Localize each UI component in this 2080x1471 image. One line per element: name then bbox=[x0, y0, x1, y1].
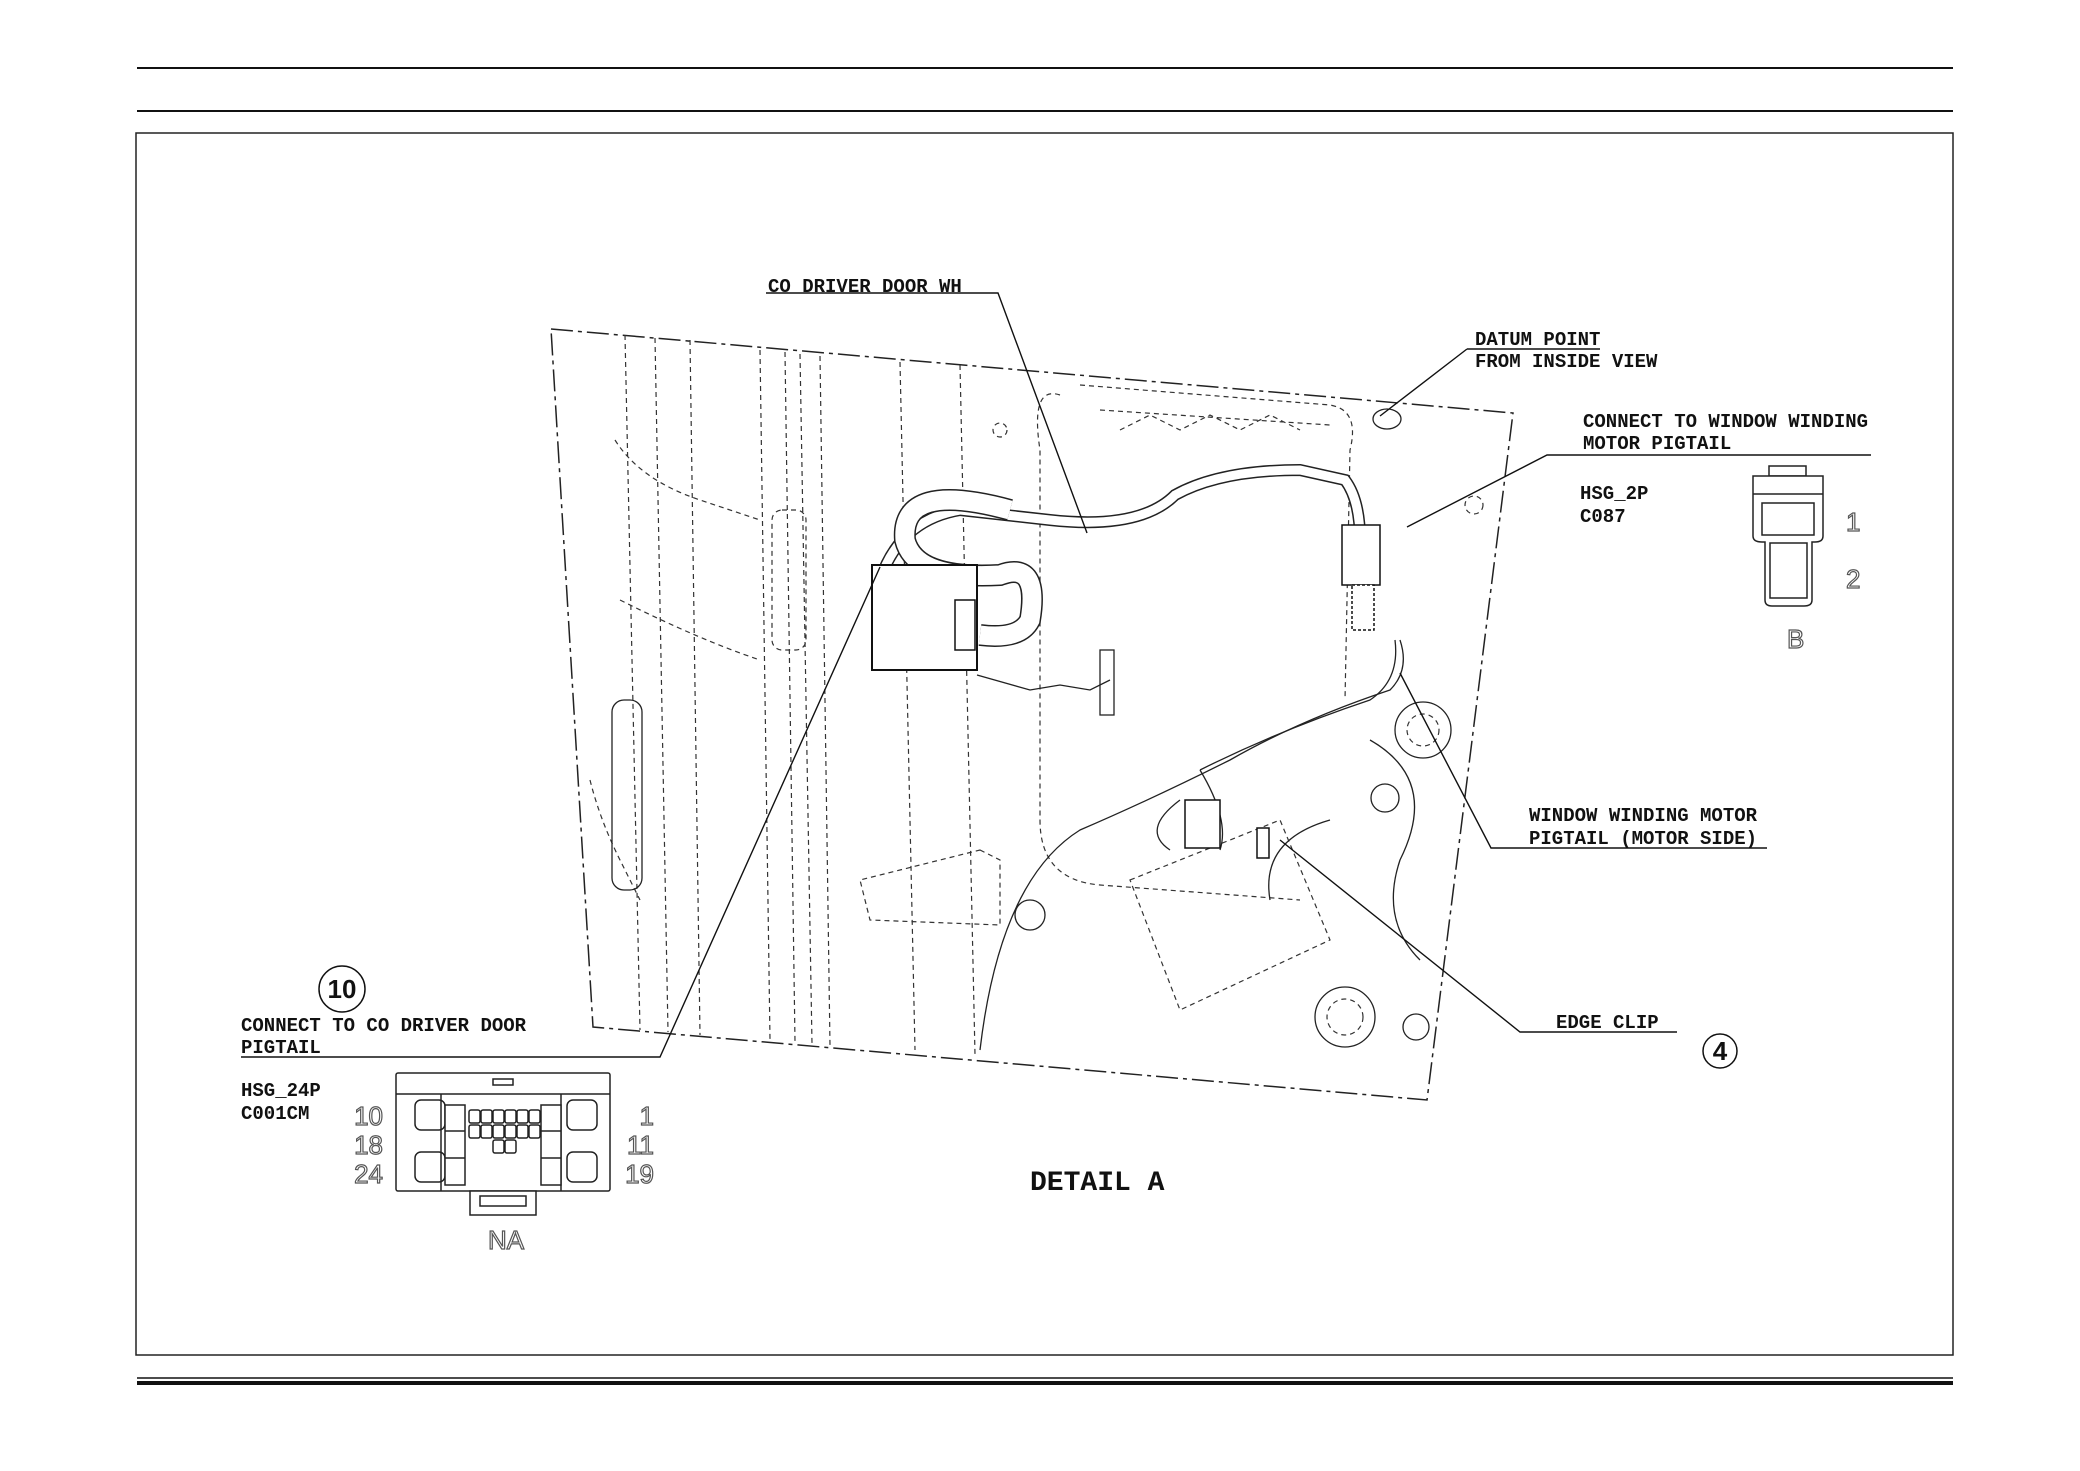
pin-label-18: 18 bbox=[354, 1130, 383, 1160]
hsg-2p-label: HSG_2P bbox=[1580, 483, 1648, 505]
drawing-frame bbox=[135, 132, 1954, 1356]
connector-24p-face bbox=[395, 1072, 611, 1216]
pin-label-1: 1 bbox=[1846, 507, 1860, 537]
pin-label-19: 19 bbox=[625, 1159, 654, 1189]
svg-text:10: 10 bbox=[328, 974, 357, 1004]
harness-wires bbox=[874, 463, 1404, 1051]
harness-label: CO DRIVER DOOR WH bbox=[768, 276, 962, 298]
motor-pigtail-sublabel: PIGTAIL (MOTOR SIDE) bbox=[1529, 828, 1757, 850]
datum-point-sublabel: FROM INSIDE VIEW bbox=[1475, 351, 1658, 373]
pin-label-2: 2 bbox=[1846, 564, 1860, 594]
motor-pigtail-label: WINDOW WINDING MOTOR bbox=[1529, 805, 1758, 827]
door-panel-view bbox=[550, 328, 1514, 1101]
c087-label: C087 bbox=[1580, 506, 1626, 528]
pin-label-24: 24 bbox=[354, 1159, 383, 1189]
svg-text:4: 4 bbox=[1713, 1036, 1728, 1066]
c001cm-label: C001CM bbox=[241, 1103, 309, 1125]
window-connect-sublabel: MOTOR PIGTAIL bbox=[1583, 433, 1731, 455]
window-connector-drawing bbox=[1341, 524, 1381, 631]
view-label-b: B bbox=[1787, 624, 1804, 654]
leader-lines bbox=[241, 292, 1871, 1058]
door-connect-sublabel: PIGTAIL bbox=[241, 1037, 321, 1059]
detail-title: DETAIL A bbox=[1030, 1168, 1165, 1199]
hsg-24p-label: HSG_24P bbox=[241, 1080, 321, 1102]
window-connect-label: CONNECT TO WINDOW WINDING bbox=[1583, 411, 1868, 433]
pin-label-11: 11 bbox=[627, 1130, 654, 1160]
view-label-na: NA bbox=[488, 1225, 525, 1255]
door-connect-label: CONNECT TO CO DRIVER DOOR bbox=[241, 1015, 527, 1037]
balloon-10: 10 bbox=[318, 965, 366, 1013]
pin-label-10: 10 bbox=[354, 1101, 383, 1131]
pin-label-1-24p: 1 bbox=[640, 1101, 654, 1131]
motor-pigtail-connector-drawing bbox=[1184, 799, 1270, 859]
connector-2p-face bbox=[1752, 465, 1824, 607]
edge-clip-label: EDGE CLIP bbox=[1556, 1012, 1659, 1034]
door-connector-drawing bbox=[871, 564, 1115, 716]
datum-point-label: DATUM POINT bbox=[1475, 329, 1600, 351]
balloon-4: 4 bbox=[1702, 1033, 1738, 1069]
